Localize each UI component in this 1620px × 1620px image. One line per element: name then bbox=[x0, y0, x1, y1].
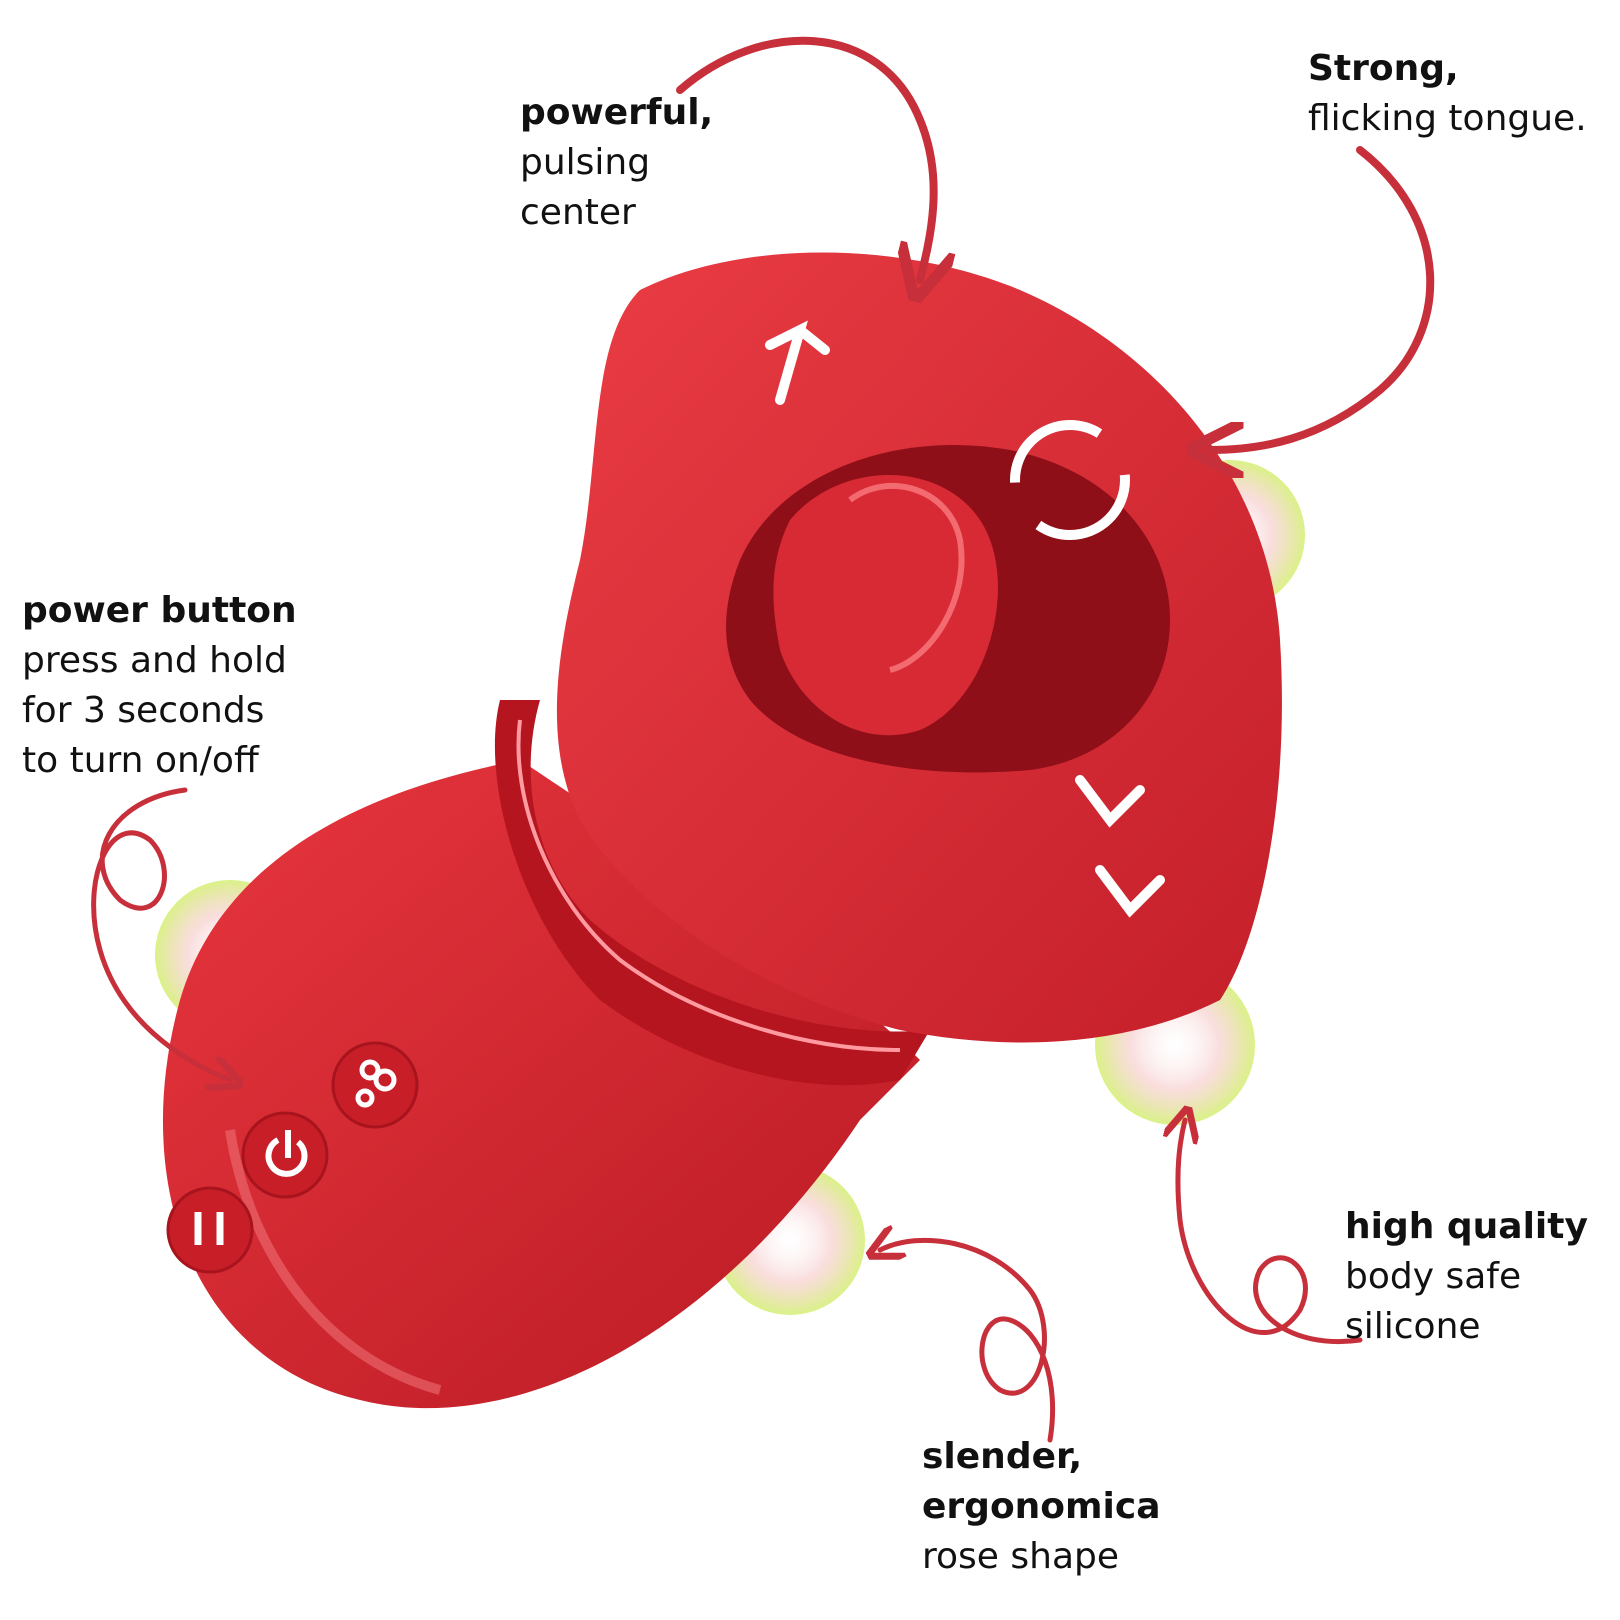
power-icon bbox=[265, 1130, 308, 1177]
rotate-icon bbox=[1010, 420, 1130, 540]
callout-tongue-line-1: flicking tongue. bbox=[1308, 98, 1587, 139]
arrow-tongue bbox=[1210, 146, 1435, 450]
callout-shape-bold-2: ergonomica bbox=[922, 1486, 1161, 1527]
callout-shape: slender, ergonomica rose shape bbox=[922, 1432, 1161, 1582]
pause-icon bbox=[194, 1212, 224, 1245]
callout-tongue: Strong, flicking tongue. bbox=[1308, 44, 1587, 144]
down-arrow-icon bbox=[1075, 775, 1165, 918]
rose-petals bbox=[773, 475, 998, 736]
callout-tongue-bold: Strong, bbox=[1308, 48, 1459, 89]
callout-center-line-2: center bbox=[520, 192, 636, 233]
arrow-center bbox=[676, 36, 934, 280]
up-arrow-icon bbox=[765, 320, 830, 405]
callout-quality-bold: high quality bbox=[1345, 1206, 1588, 1247]
callout-quality-line-1: body safe bbox=[1345, 1256, 1522, 1297]
callout-quality: high quality body safe silicone bbox=[1345, 1202, 1588, 1352]
callout-power-line-1: press and hold bbox=[22, 640, 287, 681]
callout-shape-bold-1: slender, bbox=[922, 1436, 1083, 1477]
callout-center-line-1: pulsing bbox=[520, 142, 651, 183]
callout-quality-line-2: silicone bbox=[1345, 1306, 1481, 1347]
callout-shape-line-1: rose shape bbox=[922, 1536, 1120, 1577]
callout-power: power button press and hold for 3 second… bbox=[22, 586, 297, 786]
callout-power-bold: power button bbox=[22, 590, 297, 631]
mode-icon bbox=[355, 1059, 397, 1108]
callout-center: powerful, pulsing center bbox=[520, 88, 713, 238]
arrow-power bbox=[91, 787, 230, 1080]
product-ring bbox=[494, 700, 930, 1086]
arrow-quality bbox=[1178, 1120, 1363, 1344]
callout-power-line-3: to turn on/off bbox=[22, 740, 259, 781]
pause-button bbox=[166, 1186, 254, 1274]
callout-center-bold: powerful, bbox=[520, 92, 714, 133]
arrow-shape bbox=[880, 1240, 1056, 1443]
callout-power-line-2: for 3 seconds bbox=[22, 690, 265, 731]
